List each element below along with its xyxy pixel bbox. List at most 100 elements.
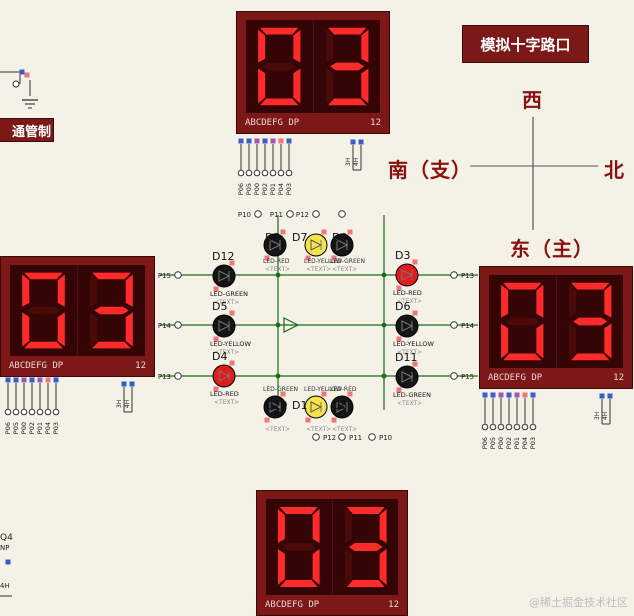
led-text-placeholder: <TEXT> — [397, 400, 422, 407]
port-label: P11 — [270, 211, 283, 219]
pin-marker — [264, 255, 270, 261]
port-label: P15 — [158, 272, 171, 280]
pin-marker — [129, 381, 135, 387]
led-text-placeholder: <TEXT> — [397, 349, 422, 356]
pin-marker — [37, 377, 43, 383]
bus-terminal — [12, 408, 20, 416]
pin-marker — [490, 392, 496, 398]
pin-marker — [270, 138, 276, 144]
bus-terminal — [269, 169, 277, 177]
led-ref-d9: D9 — [332, 231, 347, 244]
led-text-placeholder: <TEXT> — [214, 299, 239, 306]
led-d11-body — [395, 365, 419, 389]
pin-marker — [29, 377, 35, 383]
segment-e — [90, 312, 98, 347]
segment-d — [260, 98, 299, 106]
pin-marker — [229, 310, 235, 316]
led-diode-symbol — [218, 320, 231, 332]
led-diode-symbol — [401, 371, 414, 383]
display-window — [266, 499, 398, 595]
bus-pin-label: P02 — [28, 422, 36, 434]
port-label: P13 — [158, 373, 171, 381]
pin-marker — [13, 377, 19, 383]
segment-g — [348, 543, 383, 551]
segment-f — [501, 284, 509, 318]
led-text-placeholder: <TEXT> — [332, 266, 357, 273]
port-label: P13 — [461, 272, 474, 280]
port-label: P10 — [379, 434, 392, 442]
digit-cell — [246, 20, 314, 113]
led-diode-symbol — [336, 401, 349, 413]
bus-pin-label: P06 — [237, 183, 245, 195]
segment-c — [125, 312, 133, 347]
bus-pin-label: P04 — [44, 422, 52, 434]
digit-select-label: 4H — [353, 158, 360, 166]
segment-f — [22, 274, 30, 307]
segment-a — [346, 507, 385, 514]
pin-marker — [246, 138, 252, 144]
pin-marker — [530, 392, 536, 398]
led-d6-body — [395, 314, 419, 338]
buffer-symbol — [283, 317, 300, 333]
port-label: P15 — [461, 373, 474, 381]
segment-b — [293, 29, 301, 63]
pin-marker — [229, 260, 235, 266]
led-type-label: LED-GREEN — [263, 386, 298, 393]
led-ref-d1: D1 — [292, 399, 307, 412]
pin-marker — [498, 392, 504, 398]
pin-marker — [280, 229, 286, 235]
segment-g — [26, 306, 61, 315]
segment-c — [293, 68, 301, 104]
bus-terminal — [4, 408, 12, 416]
pin-marker — [254, 138, 260, 144]
bus-pin-label: P03 — [529, 437, 537, 449]
pin-marker — [412, 361, 418, 367]
title-banner: 模拟十字路口 — [462, 25, 589, 63]
led-ref-d2: D2 — [265, 231, 280, 244]
digit-select-label: 3H — [594, 412, 601, 420]
terminal — [174, 321, 182, 329]
pin-marker — [522, 392, 528, 398]
pin-marker — [396, 387, 402, 393]
led-d3-body — [395, 263, 419, 287]
led-diode-symbol — [269, 239, 282, 251]
bus-terminal — [285, 169, 293, 177]
led-diode-symbol — [310, 239, 323, 251]
terminal — [312, 210, 320, 218]
bus-terminal — [529, 423, 537, 431]
bus-pin-label: P02 — [261, 183, 269, 195]
bus-terminal — [237, 169, 245, 177]
led-ref-d8: D8 — [332, 399, 347, 412]
display-window — [10, 265, 145, 356]
segment-e — [568, 323, 576, 359]
led-diode-symbol — [401, 269, 414, 281]
segment-c — [379, 549, 387, 585]
pin-marker — [5, 377, 11, 383]
segment-d — [346, 580, 385, 587]
pin-marker — [278, 138, 284, 144]
digit-cell — [333, 499, 399, 595]
bus-terminal — [261, 169, 269, 177]
led-diode-symbol — [401, 320, 414, 332]
led-diode-symbol — [218, 270, 231, 282]
terminal — [254, 210, 262, 218]
led-type-label: LED-RED — [330, 386, 357, 393]
pin-marker — [19, 69, 25, 75]
led-d7-body — [304, 233, 328, 257]
direction-west: 西 — [522, 88, 542, 112]
digit-cell — [78, 265, 145, 356]
port-label: P14 — [158, 322, 172, 330]
terminal — [450, 271, 458, 279]
bus-pin-label: P00 — [20, 422, 28, 434]
bus-pin-label: P00 — [497, 437, 505, 449]
pin-marker — [358, 139, 364, 145]
bus-terminal — [481, 423, 489, 431]
pin-marker — [264, 417, 270, 423]
